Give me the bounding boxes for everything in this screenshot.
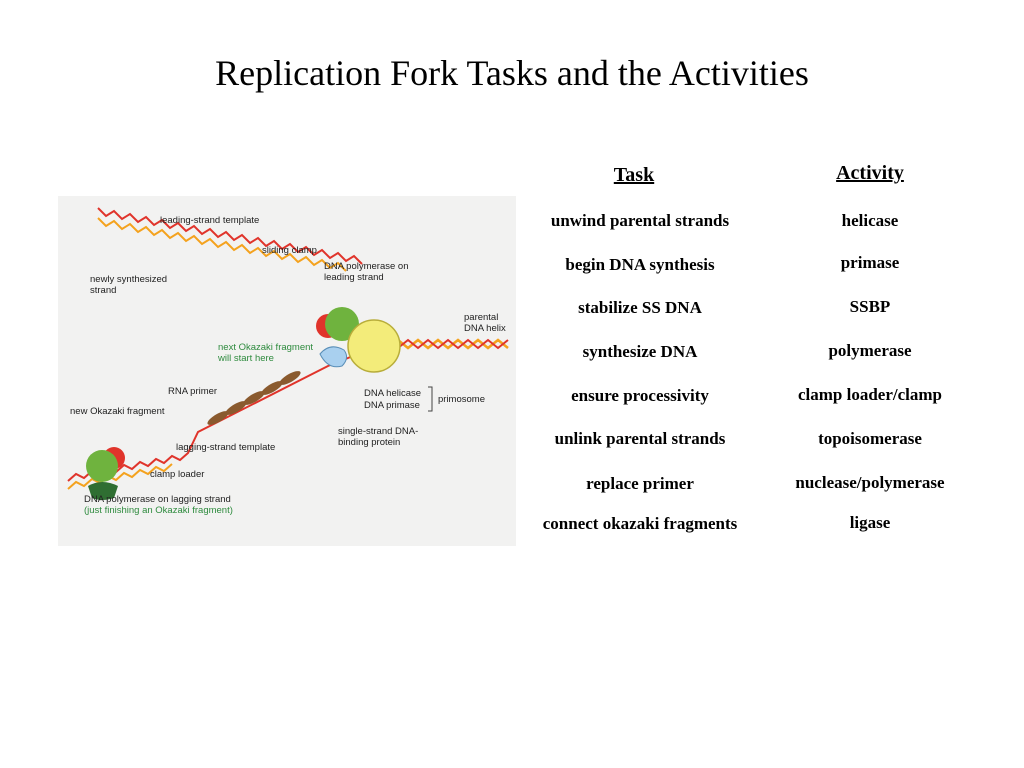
- task-cell: stabilize SS DNA: [578, 298, 702, 317]
- single-strand-binding-proteins: [207, 371, 301, 425]
- task-cell: synthesize DNA: [582, 342, 698, 361]
- label-new-okazaki: new Okazaki fragment: [70, 406, 165, 417]
- label-sliding-clamp: sliding clamp: [262, 245, 317, 256]
- label-rna-primer: RNA primer: [168, 386, 217, 397]
- label-next-okazaki-2: will start here: [217, 353, 274, 364]
- leading-strand-template: [97, 207, 363, 265]
- label-pol-leading: DNA polymerase on: [324, 261, 408, 272]
- label-parental: parental: [464, 312, 498, 323]
- label-parental-2: DNA helix: [464, 323, 506, 334]
- activity-cell: SSBP: [849, 297, 891, 316]
- parental-dna-helix: [387, 338, 509, 350]
- dna-polymerase-leading: [325, 307, 359, 341]
- task-cell: ensure processivity: [571, 386, 709, 405]
- dna-primase: [319, 346, 348, 368]
- dna-polymerase-lagging: [86, 450, 118, 482]
- label-next-okazaki: next Okazaki fragment: [218, 342, 313, 353]
- label-lagging-template: lagging-strand template: [176, 442, 275, 453]
- activity-header: Activity: [836, 162, 904, 184]
- newly-synthesized-strand: [97, 217, 347, 272]
- label-pol-lagging-2: (just finishing an Okazaki fragment): [84, 505, 233, 516]
- activity-cell: clamp loader/clamp: [797, 385, 942, 404]
- slide-title: Replication Fork Tasks and the Activitie…: [215, 53, 809, 93]
- primosome-bracket: [428, 386, 433, 412]
- replication-fork-diagram: leading-strand template newly synthesize…: [58, 196, 516, 546]
- label-pol-lagging: DNA polymerase on lagging strand: [84, 494, 231, 505]
- label-helicase: DNA helicase: [364, 388, 421, 399]
- task-header: Task: [613, 164, 655, 186]
- label-primosome: primosome: [438, 394, 485, 405]
- dna-helicase: [347, 319, 401, 373]
- task-cell: begin DNA synthesis: [565, 255, 715, 274]
- activity-cell: nuclease/polymerase: [795, 473, 945, 492]
- label-newly-synthesized: newly synthesized: [90, 274, 167, 285]
- label-newly-synthesized-2: strand: [90, 285, 116, 296]
- activity-cell: polymerase: [828, 341, 912, 360]
- label-pol-leading-2: leading strand: [324, 272, 384, 283]
- task-cell: replace primer: [586, 474, 694, 493]
- label-leading-template: leading-strand template: [160, 215, 259, 226]
- label-ssb-2: binding protein: [338, 437, 400, 448]
- clamp-loader: [88, 482, 118, 500]
- label-primase: DNA primase: [364, 400, 420, 411]
- activity-cell: topoisomerase: [818, 429, 922, 448]
- activity-cell: primase: [840, 253, 900, 272]
- activity-cell: helicase: [841, 211, 899, 230]
- activity-cell: ligase: [849, 513, 891, 532]
- task-cell: unlink parental strands: [554, 429, 726, 448]
- task-cell: unwind parental strands: [550, 211, 730, 230]
- label-clamp-loader: clamp loader: [150, 469, 204, 480]
- label-ssb: single-strand DNA-: [338, 426, 418, 437]
- figure-background: [58, 196, 516, 546]
- task-cell: connect okazaki fragments: [542, 514, 738, 533]
